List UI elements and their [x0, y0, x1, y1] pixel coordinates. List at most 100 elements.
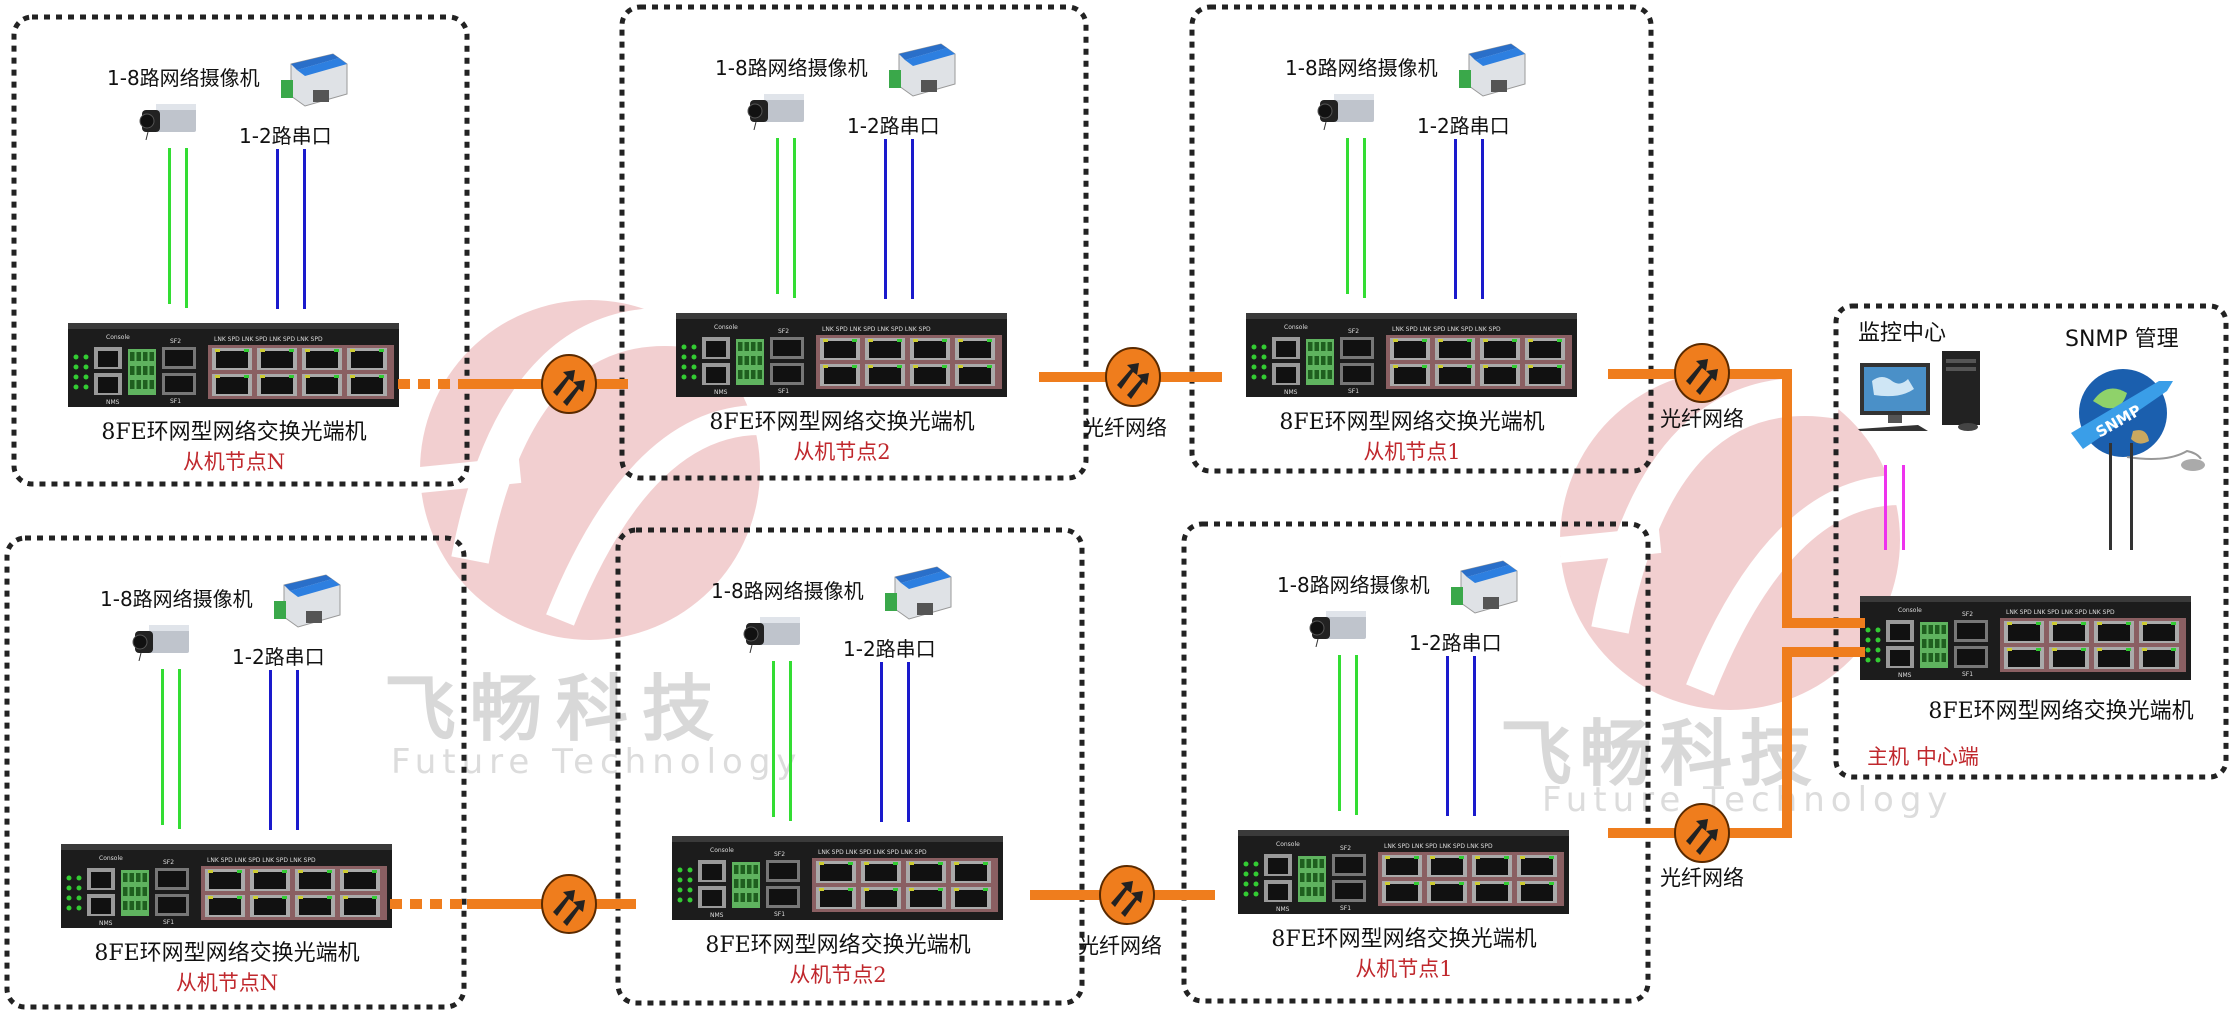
- ip-camera-icon: [1316, 90, 1378, 131]
- node-frame: [1189, 4, 1654, 474]
- console-label: Console: [1276, 841, 1300, 848]
- fiber-bottom-1-host: [1608, 647, 1865, 838]
- console-label: Console: [106, 334, 130, 341]
- sf1-label: SF1: [774, 911, 785, 918]
- sf2-label: SF2: [1962, 611, 1973, 618]
- node-frame: [619, 4, 1089, 481]
- node-frame: [4, 535, 467, 1010]
- ring-switch-device: Console SF2 SF1 NMS LNK SPD LNK SPD LNK …: [1244, 309, 1579, 399]
- console-label: Console: [714, 324, 738, 331]
- ip-camera-icon: [742, 613, 804, 654]
- serial-server-icon: [1451, 42, 1529, 98]
- serial-port-label: 1-2路串口: [1417, 114, 1510, 138]
- camera-cable: [793, 138, 796, 298]
- camera-cable: [1363, 138, 1366, 298]
- serial-server-icon: [1443, 559, 1521, 615]
- fiber-converter-icon: [1674, 803, 1730, 863]
- fiber-network-label: 光纤网络: [1660, 407, 1744, 431]
- ip-camera-icon: [138, 100, 200, 141]
- camera-cable: [776, 138, 779, 294]
- nms-label: NMS: [710, 912, 724, 919]
- host-device-title: 8FE环网型网络交换光端机: [1928, 699, 2194, 724]
- console-label: Console: [710, 847, 734, 854]
- sf2-label: SF2: [774, 851, 785, 858]
- camera-cable: [185, 148, 188, 308]
- monitor-center-label: 监控中心: [1858, 321, 1947, 346]
- node-role-label: 从机节点2: [793, 440, 891, 464]
- camera-cable: [1346, 138, 1349, 294]
- ring-switch-device: Console SF2 SF1 NMS LNK SPD LNK SPD LNK …: [1236, 826, 1571, 916]
- camera-label: 1-8路网络摄像机: [1285, 56, 1438, 80]
- device-title: 8FE环网型网络交换光端机: [1271, 927, 1537, 952]
- camera-cable: [1338, 655, 1341, 811]
- nms-label: NMS: [1284, 389, 1298, 396]
- port-labels: LNK SPD LNK SPD LNK SPD LNK SPD: [1384, 843, 1493, 850]
- serial-cable: [303, 149, 306, 309]
- serial-cable: [907, 662, 910, 822]
- camera-cable: [178, 669, 181, 829]
- camera-cable: [1355, 655, 1358, 815]
- fiber-converter-icon: [541, 354, 597, 414]
- node-role-label: 从机节点N: [182, 450, 286, 474]
- serial-server-icon: [266, 573, 344, 629]
- console-label: Console: [99, 855, 123, 862]
- ip-camera-icon: [1308, 607, 1370, 648]
- console-label: Console: [1898, 607, 1922, 614]
- node-frame: [1181, 521, 1651, 1004]
- monitor-cable: [1884, 465, 1887, 550]
- sf1-label: SF1: [1962, 671, 1973, 678]
- nms-label: NMS: [1276, 906, 1290, 913]
- host-frame: [1833, 303, 2229, 780]
- node-box: 1-8路网络摄像机 1-2路串口 Console SF2 SF1 NMS LNK…: [4, 535, 467, 1010]
- sf1-label: SF1: [170, 398, 181, 405]
- port-labels: LNK SPD LNK SPD LNK SPD LNK SPD: [1392, 326, 1501, 333]
- console-label: Console: [1284, 324, 1308, 331]
- serial-cable: [1473, 656, 1476, 816]
- snmp-globe-icon: SNMP: [2071, 369, 2205, 471]
- serial-cable: [1454, 139, 1457, 299]
- serial-port-label: 1-2路串口: [843, 637, 936, 661]
- node-role-label: 从机节点1: [1363, 440, 1461, 464]
- ip-camera-icon: [746, 90, 808, 131]
- fiber-converter-icon: [1099, 865, 1155, 925]
- port-labels: LNK SPD LNK SPD LNK SPD LNK SPD: [214, 336, 323, 343]
- watermark-text-en: Future Technology: [391, 742, 803, 782]
- node-box: 1-8路网络摄像机 1-2路串口 Console SF2 SF1 NMS LNK…: [615, 527, 1085, 1006]
- node-role-label: 从机节点N: [175, 971, 279, 995]
- camera-label: 1-8路网络摄像机: [715, 56, 868, 80]
- port-labels: LNK SPD LNK SPD LNK SPD LNK SPD: [822, 326, 931, 333]
- monitor-cable: [1902, 465, 1905, 550]
- camera-cable: [168, 148, 171, 304]
- serial-port-label: 1-2路串口: [232, 645, 325, 669]
- port-labels: LNK SPD LNK SPD LNK SPD LNK SPD: [818, 849, 927, 856]
- serial-cable: [884, 139, 887, 299]
- node-box: 1-8路网络摄像机 1-2路串口 Console SF2 SF1 NMS LNK…: [1181, 521, 1651, 1004]
- sf1-label: SF1: [778, 388, 789, 395]
- node-box: 1-8路网络摄像机 1-2路串口 Console SF2 SF1 NMS LNK…: [1189, 4, 1654, 474]
- host-box: 监控中心 SNMP 管理 SNMP Console SF2 SF1 NMS LN…: [1833, 303, 2229, 780]
- ip-camera-icon: [131, 621, 193, 662]
- sf1-label: SF1: [1348, 388, 1359, 395]
- host-role-label: 主机 中心端: [1867, 745, 1979, 769]
- serial-server-icon: [273, 52, 351, 108]
- nms-label: NMS: [106, 399, 120, 406]
- sf2-label: SF2: [778, 328, 789, 335]
- serial-cable: [880, 662, 883, 822]
- device-title: 8FE环网型网络交换光端机: [705, 933, 971, 958]
- serial-port-label: 1-2路串口: [239, 124, 332, 148]
- fiber-network-label: 光纤网络: [1083, 416, 1167, 440]
- ring-switch-device: Console SF2 SF1 NMS LNK SPD LNK SPD LNK …: [66, 319, 401, 409]
- camera-label: 1-8路网络摄像机: [100, 587, 253, 611]
- sf2-label: SF2: [1348, 328, 1359, 335]
- snmp-label: SNMP 管理: [2065, 327, 2179, 352]
- ring-switch-device: Console SF2 SF1 NMS LNK SPD LNK SPD LNK …: [59, 840, 394, 930]
- camera-label: 1-8路网络摄像机: [107, 66, 260, 90]
- camera-cable: [789, 661, 792, 821]
- nms-label: NMS: [1898, 672, 1912, 679]
- sf2-label: SF2: [163, 859, 174, 866]
- port-labels: LNK SPD LNK SPD LNK SPD LNK SPD: [207, 857, 316, 864]
- camera-label: 1-8路网络摄像机: [1277, 573, 1430, 597]
- serial-server-icon: [881, 42, 959, 98]
- ring-switch-device: Console SF2 SF1 NMS LNK SPD LNK SPD LNK …: [674, 309, 1009, 399]
